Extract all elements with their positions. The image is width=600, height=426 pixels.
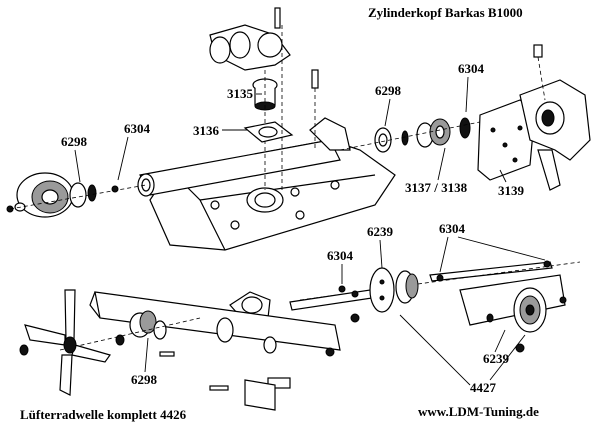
- website-text: www.LDM-Tuning.de: [418, 404, 539, 419]
- part-label-3139: 3139: [498, 183, 525, 198]
- distributor-housing: [519, 44, 591, 191]
- fan-hub-assembly: [59, 310, 201, 351]
- part-label-6298-left: 6298: [61, 134, 88, 149]
- part-label-6304-left: 6304: [124, 121, 151, 136]
- diagram-caption: Lüfterradwelle komplett 4426: [20, 407, 187, 422]
- end-cover: [477, 99, 536, 181]
- fastener-hardware: [159, 285, 525, 411]
- right-bearings: [339, 109, 541, 153]
- part-label-6298-right: 6298: [375, 83, 402, 98]
- gasket: [243, 121, 294, 143]
- support-beam: [89, 291, 341, 354]
- diagram-title: Zylinderkopf Barkas B1000: [368, 5, 523, 20]
- part-label-6304-shaft: 6304: [439, 221, 466, 236]
- part-label-6298-lower: 6298: [131, 372, 158, 387]
- part-label-6304-middle: 6304: [327, 248, 354, 263]
- drive-shaft: [289, 267, 419, 313]
- part-label-4427: 4427: [470, 380, 497, 395]
- fan-shaft: [299, 260, 581, 301]
- temperature-sender: [311, 69, 319, 150]
- part-label-3137-3138: 3137 / 3138: [405, 180, 468, 195]
- left-pulley-assembly: [6, 172, 147, 218]
- part-label-3135: 3135: [227, 86, 254, 101]
- thermostat-housing: [209, 7, 291, 71]
- part-label-6239-lower: 6239: [483, 351, 510, 366]
- part-label-6304-right: 6304: [458, 61, 485, 76]
- cylinder-head: [137, 117, 396, 251]
- fan-blade: [19, 289, 111, 396]
- drive-pulley: [459, 274, 567, 333]
- part-label-6239-upper: 6239: [367, 224, 394, 239]
- part-label-3136: 3136: [193, 123, 220, 138]
